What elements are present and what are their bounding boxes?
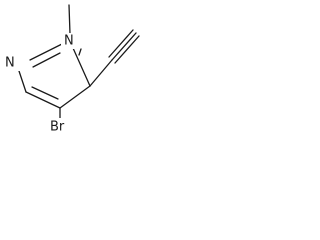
bond-c4-c3 — [25, 91, 61, 109]
bond-c3-n2 — [18, 70, 27, 93]
triple-bond-a — [111, 32, 137, 61]
bond-n1-c5-main — [72, 47, 91, 87]
bond-n1-methyl — [68, 4, 71, 35]
atom-n1-bg — [61, 33, 79, 49]
bond-n1-c5 — [78, 48, 82, 56]
bond-c5-c4 — [59, 85, 91, 109]
bond-c5-ethynyl — [89, 59, 113, 87]
atom-n1: N — [64, 34, 74, 49]
bond-n2-n1-inner — [32, 52, 61, 68]
bond-c4-c3-inner — [31, 86, 59, 100]
atom-br: Br — [50, 120, 65, 135]
bond-n2-n1 — [29, 43, 63, 61]
triple-bond-c — [114, 35, 140, 64]
atom-br-bg — [48, 118, 74, 136]
atom-n2: N — [5, 56, 15, 71]
triple-bond-b — [108, 29, 134, 58]
chemical-structure: N N Br — [2, 4, 140, 136]
atom-n2-bg — [2, 55, 20, 71]
